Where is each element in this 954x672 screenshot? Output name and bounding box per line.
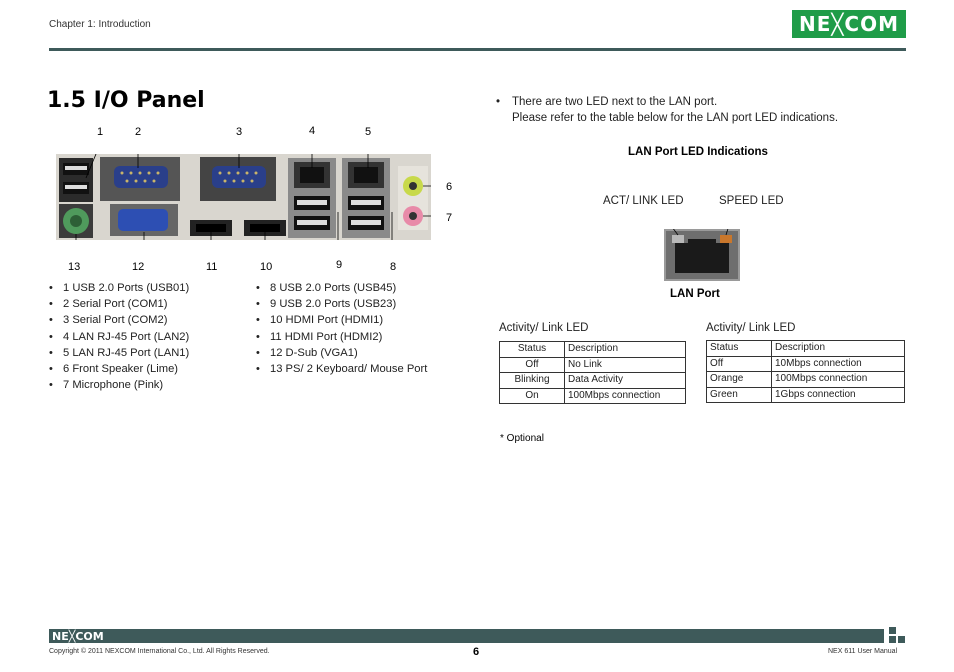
callout-8: 8 xyxy=(390,261,397,273)
header-divider xyxy=(49,48,906,51)
speed-led-table: Status Description Off 10Mbps connection… xyxy=(706,340,905,403)
table1-caption: Activity/ Link LED xyxy=(499,322,589,334)
table-cell: On xyxy=(499,387,565,404)
led-note: •There are two LED next to the LAN port.… xyxy=(496,96,839,124)
optional-note: * Optional xyxy=(500,433,544,444)
corner-mark-icon xyxy=(889,627,905,643)
logo-text: NE╳COM xyxy=(798,12,900,36)
footer-bar xyxy=(49,629,884,643)
list-item: 12 D-Sub (VGA1) xyxy=(256,345,427,361)
table-row: Blinking Data Activity xyxy=(499,372,686,389)
note-line-1: There are two LED next to the LAN port. xyxy=(512,96,718,108)
table-header-cell: Description xyxy=(771,340,905,357)
table-header-cell: Status xyxy=(499,341,565,358)
table-cell: Blinking xyxy=(499,372,565,389)
table-cell: Orange xyxy=(706,371,772,388)
copyright: Copyright © 2011 NEXCOM International Co… xyxy=(49,648,270,655)
table-cell: Off xyxy=(706,355,772,372)
footer-logo: NE╳COM xyxy=(52,630,104,643)
list-item: 5 LAN RJ-45 Port (LAN1) xyxy=(49,345,189,361)
list-item: 6 Front Speaker (Lime) xyxy=(49,361,189,377)
callout-7: 7 xyxy=(446,212,453,224)
table-header-row: Status Description xyxy=(499,341,686,358)
table-cell: Green xyxy=(706,386,772,403)
list-item: 9 USB 2.0 Ports (USB23) xyxy=(256,296,427,312)
table-cell: No Link xyxy=(564,356,686,373)
list-item: 8 USB 2.0 Ports (USB45) xyxy=(256,280,427,296)
ports-list-left: 1 USB 2.0 Ports (USB01) 2 Serial Port (C… xyxy=(49,280,189,393)
list-item: 13 PS/ 2 Keyboard/ Mouse Port xyxy=(256,361,427,377)
table-row: Green 1Gbps connection xyxy=(706,386,905,403)
page-title: 1.5 I/O Panel xyxy=(47,88,205,113)
callout-6: 6 xyxy=(446,181,453,193)
lan-port-image xyxy=(664,229,740,281)
manual-title: NEX 611 User Manual xyxy=(828,648,898,655)
callout-9: 9 xyxy=(336,259,343,271)
speed-led-label: SPEED LED xyxy=(719,195,784,207)
list-item: 3 Serial Port (COM2) xyxy=(49,312,189,328)
lan-port-label: LAN Port xyxy=(670,288,720,300)
callout-11: 11 xyxy=(206,261,218,273)
chapter-label: Chapter 1: Introduction xyxy=(49,19,151,30)
activity-led-table: Status Description Off No Link Blinking … xyxy=(499,341,686,404)
callout-13: 13 xyxy=(68,261,81,273)
list-item: 2 Serial Port (COM1) xyxy=(49,296,189,312)
list-item: 11 HDMI Port (HDMI2) xyxy=(256,329,427,345)
callout-2: 2 xyxy=(135,126,142,138)
note-line-2: Please refer to the table below for the … xyxy=(512,112,839,124)
table2-caption: Activity/ Link LED xyxy=(706,322,796,334)
callout-1: 1 xyxy=(97,126,104,138)
table-row: Off No Link xyxy=(499,356,686,373)
callout-4: 4 xyxy=(309,125,316,137)
table-header-cell: Description xyxy=(564,341,686,358)
table-cell: 1Gbps connection xyxy=(771,386,905,403)
table-cell: Data Activity xyxy=(564,372,686,389)
page-number: 6 xyxy=(473,646,480,658)
act-link-led-label: ACT/ LINK LED xyxy=(603,195,684,207)
nexcom-logo: NE╳COM xyxy=(792,10,906,38)
table-cell: 10Mbps connection xyxy=(771,355,905,372)
table-cell: 100Mbps connection xyxy=(771,371,905,388)
led-indications-title: LAN Port LED Indications xyxy=(628,146,768,158)
callout-3: 3 xyxy=(236,126,243,138)
list-item: 4 LAN RJ-45 Port (LAN2) xyxy=(49,329,189,345)
callout-5: 5 xyxy=(365,126,372,138)
list-item: 7 Microphone (Pink) xyxy=(49,377,189,393)
table-row: Orange 100Mbps connection xyxy=(706,371,905,388)
callout-12: 12 xyxy=(132,261,145,273)
list-item: 1 USB 2.0 Ports (USB01) xyxy=(49,280,189,296)
table-row: Off 10Mbps connection xyxy=(706,355,905,372)
list-item: 10 HDMI Port (HDMI1) xyxy=(256,312,427,328)
table-row: On 100Mbps connection xyxy=(499,387,686,404)
table-cell: Off xyxy=(499,356,565,373)
table-cell: 100Mbps connection xyxy=(564,387,686,404)
table-header-row: Status Description xyxy=(706,340,905,357)
ports-list-right: 8 USB 2.0 Ports (USB45) 9 USB 2.0 Ports … xyxy=(256,280,427,377)
io-panel-image xyxy=(56,154,431,240)
table-header-cell: Status xyxy=(706,340,772,357)
callout-10: 10 xyxy=(260,261,273,273)
